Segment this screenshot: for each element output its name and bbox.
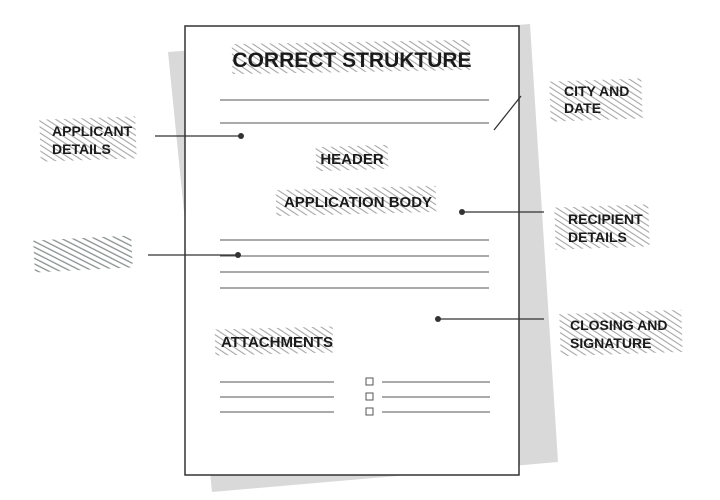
closing-dot: [435, 316, 441, 322]
attachment-checkbox: [365, 407, 374, 416]
document-title: CORRECT STRUKTURE: [232, 49, 471, 72]
recipient-dot: [459, 209, 465, 215]
callout-applicant: APPLICANT DETAILS: [39, 116, 244, 162]
closing-label-line2: SIGNATURE: [570, 335, 651, 351]
callout-recipient: RECIPIENT DETAILS: [459, 204, 650, 250]
header-label: HEADER: [320, 151, 384, 168]
closing-label-line1: CLOSING AND: [570, 317, 667, 333]
applicant-label-line1: APPLICANT: [52, 123, 133, 139]
attachment-checkbox: [365, 392, 374, 401]
city-date-connector: [493, 95, 522, 131]
applicant-dot: [238, 133, 244, 139]
callout-scribble: [33, 235, 241, 273]
attachments-group: ATTACHMENTS: [214, 326, 334, 356]
title-group: CORRECT STRUKTURE: [231, 39, 472, 75]
header-group: HEADER: [315, 144, 389, 172]
body-group: APPLICATION BODY: [275, 185, 437, 217]
recipient-label-line2: DETAILS: [568, 229, 627, 245]
recipient-label-line1: RECIPIENT: [568, 211, 643, 227]
scribble-dot: [235, 252, 241, 258]
city-date-label-line1: CITY AND: [564, 83, 629, 99]
paper-sheet: [184, 25, 520, 476]
attachments-label: ATTACHMENTS: [221, 334, 333, 351]
application-body-label: APPLICATION BODY: [284, 194, 432, 211]
city-date-label-line2: DATE: [564, 100, 601, 116]
attachment-checkbox: [365, 377, 374, 386]
callout-closing: CLOSING AND SIGNATURE: [435, 309, 683, 357]
callout-city-date: CITY AND DATE: [493, 78, 643, 131]
applicant-label-line2: DETAILS: [52, 141, 111, 157]
